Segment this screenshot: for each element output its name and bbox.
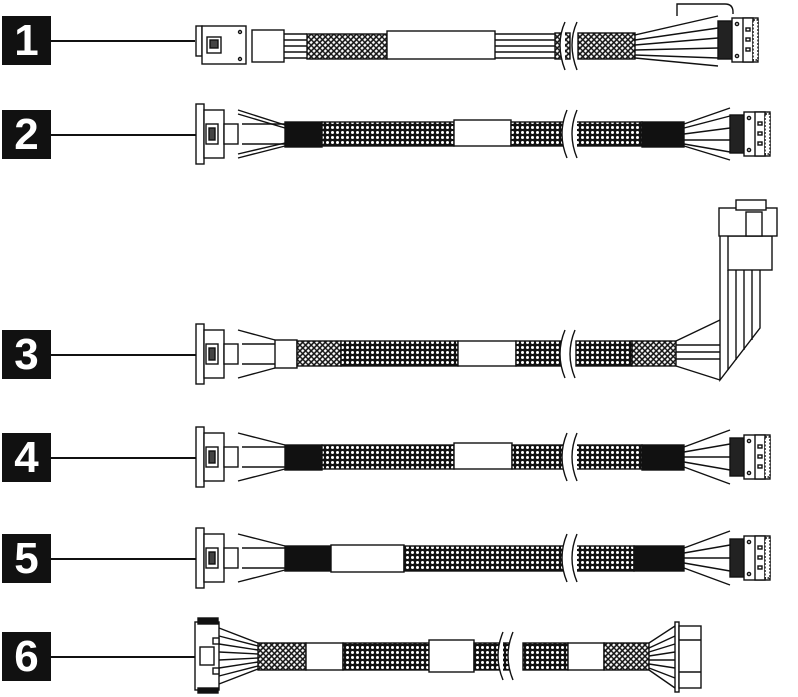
cable-1 <box>195 3 759 71</box>
callout-4: 4 <box>2 433 51 482</box>
cable-2 <box>195 103 771 165</box>
leader-line-1 <box>51 40 195 42</box>
callout-2: 2 <box>2 110 51 159</box>
callout-6: 6 <box>2 632 51 681</box>
callout-1: 1 <box>2 16 51 65</box>
cable-5 <box>195 527 771 589</box>
cable-6 <box>194 617 702 694</box>
callout-3: 3 <box>2 330 51 379</box>
leader-line-4 <box>51 457 196 459</box>
cable-4 <box>195 426 771 488</box>
callout-5: 5 <box>2 534 51 583</box>
leader-line-3 <box>51 354 196 356</box>
leader-line-5 <box>51 558 196 560</box>
leader-line-2 <box>51 134 196 136</box>
leader-line-6 <box>51 656 196 658</box>
cable-3 <box>195 199 778 385</box>
